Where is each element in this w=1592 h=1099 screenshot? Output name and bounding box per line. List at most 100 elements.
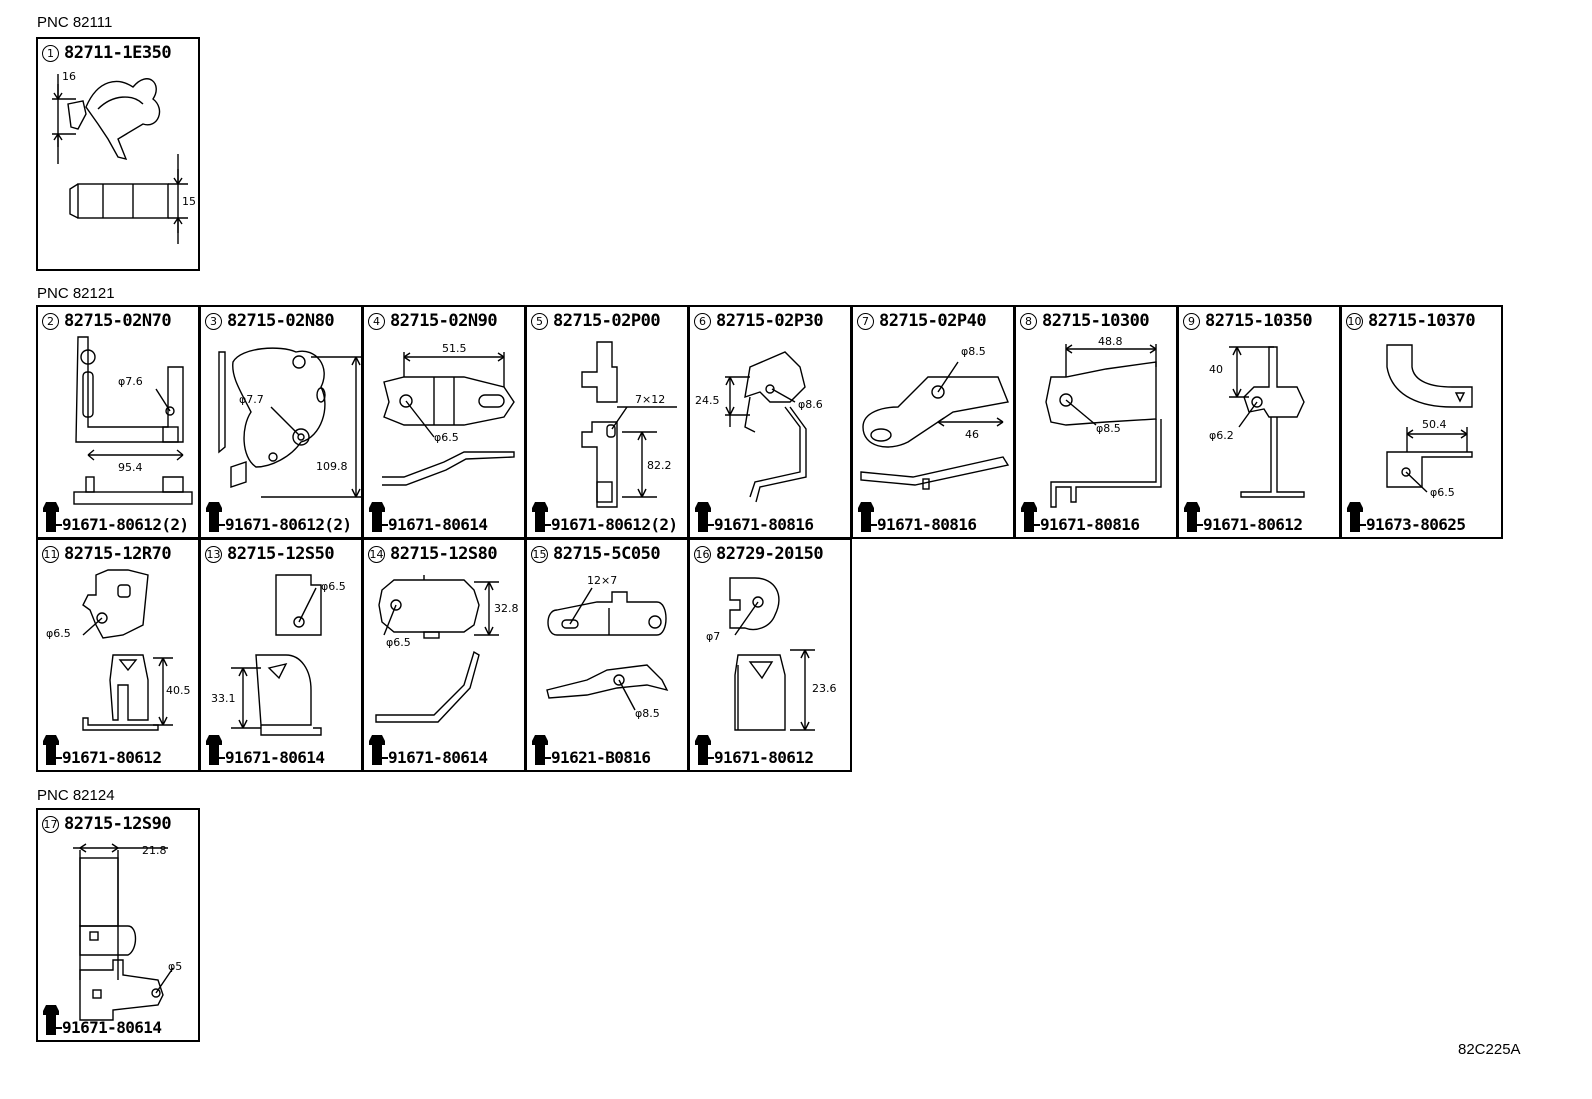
bolt-part-number: 91671-80614 <box>388 515 488 534</box>
part-cell-1[interactable]: 16 15 1 82711-1E350 <box>36 37 200 271</box>
callout-number: 10 <box>1346 312 1363 330</box>
part-cell-13[interactable]: φ6.5 33.1 13 82715-12S50 91671-80614 <box>199 538 363 772</box>
part-header: 3 82715-02N80 <box>205 311 335 331</box>
bolt-callout[interactable]: 91671-80612(2) <box>203 500 352 534</box>
dim-label: φ6.5 <box>46 627 71 640</box>
part-cell-9[interactable]: 40 φ6.2 9 82715-10350 91671-80612 <box>1177 305 1341 539</box>
pnc-label-82124: PNC 82124 <box>37 787 115 804</box>
part-header: 14 82715-12S80 <box>368 544 498 564</box>
part-number[interactable]: 82715-02P00 <box>553 311 661 331</box>
part-number[interactable]: 82711-1E350 <box>64 43 172 63</box>
dim-label: φ6.5 <box>386 636 411 649</box>
part-number[interactable]: 82715-12S80 <box>390 544 498 564</box>
part-cell-14[interactable]: 32.8 φ6.5 14 82715-12S80 91671-80614 <box>362 538 526 772</box>
bolt-icon <box>206 502 225 532</box>
part-header: 5 82715-02P00 <box>531 311 661 331</box>
part-number[interactable]: 82715-12R70 <box>64 544 172 564</box>
dim-label: 15 <box>182 195 196 208</box>
part-drawing-13: φ6.5 33.1 <box>211 574 346 736</box>
bolt-callout[interactable]: 91671-80612 <box>1181 500 1303 534</box>
bolt-icon <box>1184 502 1203 532</box>
dim-label: 40.5 <box>166 684 191 697</box>
dim-label: 33.1 <box>211 692 236 705</box>
bolt-icon <box>43 502 62 532</box>
part-drawing-17: 21.8 φ5 <box>73 843 182 1021</box>
dim-label: φ6.5 <box>321 580 346 593</box>
part-cell-6[interactable]: 24.5 φ8.6 6 82715-02P30 91671-80816 <box>688 305 852 539</box>
part-drawing-14: 32.8 φ6.5 <box>375 575 519 723</box>
part-cell-11[interactable]: φ6.5 40.5 11 82715-12R70 91671-80612 <box>36 538 200 772</box>
dim-label: 109.8 <box>316 460 348 473</box>
part-header: 7 82715-02P40 <box>857 311 987 331</box>
bolt-callout[interactable]: 91671-80614 <box>203 733 325 767</box>
bolt-callout[interactable]: 91671-80612(2) <box>40 500 189 534</box>
part-cell-4[interactable]: 51.5 φ6.5 4 82715-02N90 91671-80614 <box>362 305 526 539</box>
part-header: 13 82715-12S50 <box>205 544 335 564</box>
dim-label: φ8.5 <box>1096 422 1121 435</box>
part-header: 9 82715-10350 <box>1183 311 1313 331</box>
dim-label: 12×7 <box>587 574 617 587</box>
bolt-callout[interactable]: 91671-80612 <box>40 733 162 767</box>
bolt-part-number: 91673-80625 <box>1366 515 1466 534</box>
part-drawing-8: 48.8 φ8.5 <box>1045 335 1162 508</box>
callout-number: 3 <box>205 312 222 330</box>
bolt-icon <box>695 735 714 765</box>
callout-number: 2 <box>42 312 59 330</box>
part-number[interactable]: 82729-20150 <box>716 544 824 564</box>
part-cell-16[interactable]: φ7 23.6 16 82729-20150 91671-80612 <box>688 538 852 772</box>
bolt-callout[interactable]: 91671-80816 <box>692 500 814 534</box>
part-number[interactable]: 82715-02N90 <box>390 311 498 331</box>
part-cell-15[interactable]: 12×7 φ8.5 15 82715-5C050 91621-B0816 <box>525 538 689 772</box>
bolt-callout[interactable]: 91671-80612 <box>692 733 814 767</box>
drawing-code: 82C225A <box>1458 1041 1521 1058</box>
bolt-icon <box>206 735 225 765</box>
part-number[interactable]: 82715-02N80 <box>227 311 335 331</box>
bolt-callout[interactable]: 91621-B0816 <box>529 733 651 767</box>
part-number[interactable]: 82715-10350 <box>1205 311 1313 331</box>
bolt-part-number: 91671-80816 <box>877 515 977 534</box>
part-header: 4 82715-02N90 <box>368 311 498 331</box>
part-drawing-15: 12×7 φ8.5 <box>546 574 669 720</box>
bolt-callout[interactable]: 91671-80614 <box>366 733 488 767</box>
bolt-callout[interactable]: 91671-80612(2) <box>529 500 678 534</box>
part-number[interactable]: 82715-12S90 <box>64 814 172 834</box>
part-number[interactable]: 82715-5C050 <box>553 544 661 564</box>
bolt-part-number: 91621-B0816 <box>551 748 651 767</box>
dim-label: 32.8 <box>494 602 519 615</box>
dim-label: 21.8 <box>142 844 167 857</box>
bolt-callout[interactable]: 91671-80816 <box>1018 500 1140 534</box>
part-cell-17[interactable]: 21.8 φ5 17 82715-12S90 91671-80614 <box>36 808 200 1042</box>
part-number[interactable]: 82715-02N70 <box>64 311 172 331</box>
pnc-label-82111: PNC 82111 <box>37 14 113 31</box>
dim-label: 23.6 <box>812 682 837 695</box>
part-number[interactable]: 82715-10300 <box>1042 311 1150 331</box>
callout-number: 16 <box>694 545 711 563</box>
callout-number: 15 <box>531 545 548 563</box>
bolt-part-number: 91671-80612 <box>1203 515 1303 534</box>
part-cell-7[interactable]: φ8.5 46 7 82715-02P40 91671-80816 <box>851 305 1015 539</box>
part-cell-8[interactable]: 48.8 φ8.5 8 82715-10300 91671-80816 <box>1014 305 1178 539</box>
part-number[interactable]: 82715-10370 <box>1368 311 1476 331</box>
part-drawing-2: φ7.6 95.4 <box>73 336 193 505</box>
part-number[interactable]: 82715-02P40 <box>879 311 987 331</box>
part-header: 17 82715-12S90 <box>42 814 172 834</box>
callout-number: 8 <box>1020 312 1037 330</box>
part-cell-10[interactable]: 50.4 φ6.5 10 82715-10370 91673-80625 <box>1340 305 1503 539</box>
part-cell-2[interactable]: φ7.6 95.4 2 82715-02N70 91671-80612(2) <box>36 305 200 539</box>
bolt-part-number: 91671-80612 <box>714 748 814 767</box>
bolt-callout[interactable]: 91673-80625 <box>1344 500 1466 534</box>
part-header: 1 82711-1E350 <box>42 43 172 63</box>
dim-label: 24.5 <box>695 394 720 407</box>
bolt-part-number: 91671-80612(2) <box>62 515 189 534</box>
part-header: 10 82715-10370 <box>1346 311 1476 331</box>
part-number[interactable]: 82715-02P30 <box>716 311 824 331</box>
callout-number: 6 <box>694 312 711 330</box>
part-cell-3[interactable]: φ7.7 109.8 3 82715-02N80 91671-80612(2) <box>199 305 363 539</box>
bolt-callout[interactable]: 91671-80614 <box>40 1003 162 1037</box>
dim-label: φ5 <box>168 960 182 973</box>
bolt-callout[interactable]: 91671-80614 <box>366 500 488 534</box>
bolt-callout[interactable]: 91671-80816 <box>855 500 977 534</box>
part-cell-5[interactable]: 7×12 82.2 5 82715-02P00 91671-80612(2) <box>525 305 689 539</box>
bolt-icon <box>43 735 62 765</box>
part-number[interactable]: 82715-12S50 <box>227 544 335 564</box>
